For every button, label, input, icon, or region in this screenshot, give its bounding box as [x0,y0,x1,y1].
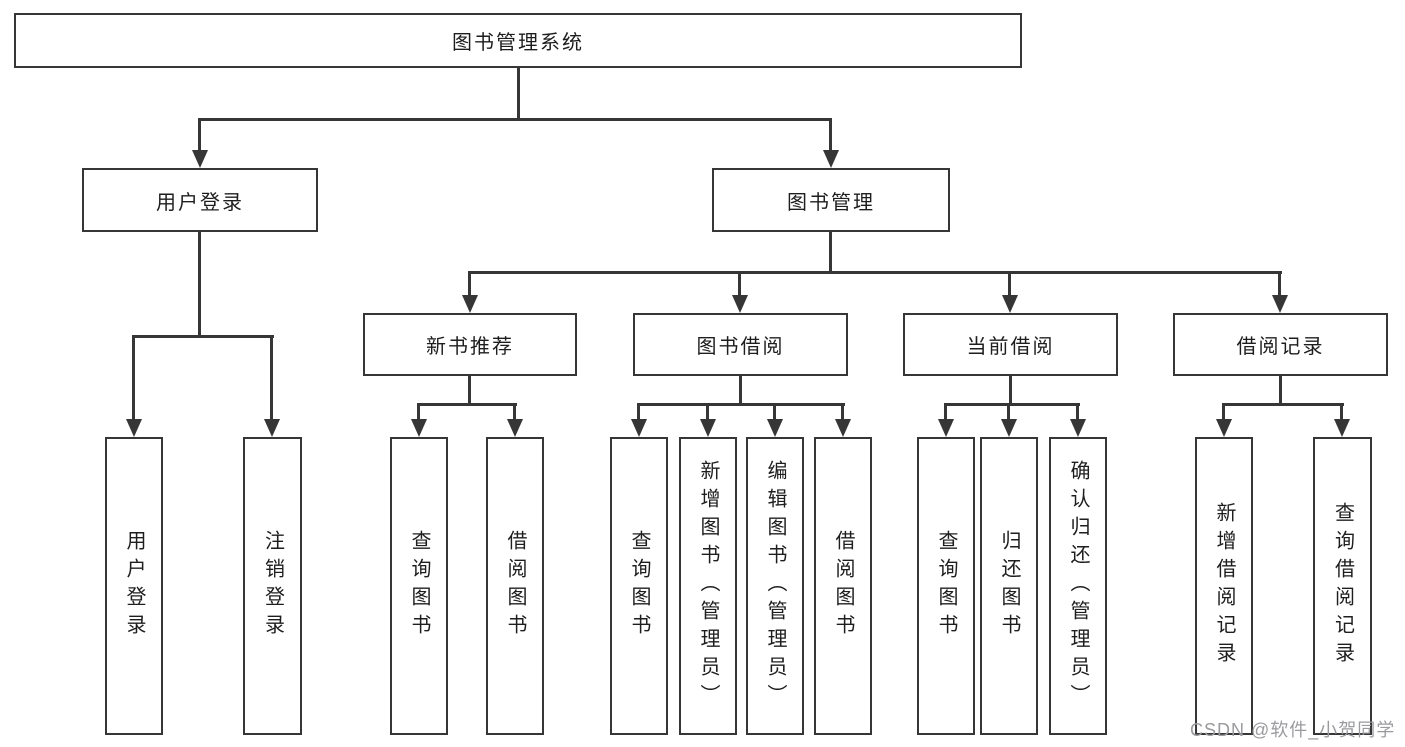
node-label: 新书推荐 [426,336,514,358]
leaf-borrow-books-recommend: 借阅图书 [486,437,544,735]
leaf-user-login: 用户登录 [105,437,163,735]
arrow-down-icon [507,419,523,437]
leaf-label: 注销登录 [261,530,284,642]
arrow-down-icon [1070,419,1086,437]
arrow-down-icon [631,419,647,437]
node-current-borrowing: 当前借阅 [903,313,1118,376]
connector-line [706,403,709,423]
connector-line [944,403,1080,406]
node-label: 当前借阅 [966,336,1055,358]
arrow-down-icon [1216,419,1232,437]
connector-line [468,376,471,405]
connector-line [1008,271,1011,299]
node-label: 用户登录 [156,191,244,214]
arrow-down-icon [835,419,851,437]
connector-line [468,271,471,299]
node-new-book-recommend: 新书推荐 [363,313,577,376]
leaf-label: 用户登录 [123,530,145,642]
node-borrowing-records: 借阅记录 [1173,313,1388,376]
connector-line [199,118,832,121]
leaf-label: 查询图书 [408,530,430,642]
connector-line [513,403,516,423]
leaf-label: 归还图书 [998,530,1020,642]
arrow-down-icon [823,150,839,168]
connector-line [738,271,741,299]
leaf-edit-books-admin: 编辑图书（管理员） [746,437,804,735]
arrow-down-icon [1272,295,1288,313]
connector-line [739,376,742,405]
connector-line [1009,376,1012,405]
leaf-query-borrow-record: 查询借阅记录 [1313,437,1372,735]
leaf-query-books-recommend: 查询图书 [390,437,448,735]
connector-line [829,232,832,273]
arrow-down-icon [700,419,716,437]
connector-line [841,403,844,423]
leaf-return-books: 归还图书 [980,437,1038,735]
connector-line [1278,271,1281,299]
arrow-down-icon [192,150,208,168]
arrow-down-icon [264,419,280,437]
connector-line [1279,376,1282,405]
csdn-watermark: CSDN @软件_小贺同学 [1190,720,1396,740]
leaf-borrow-books: 借阅图书 [814,437,872,735]
arrow-down-icon [126,419,142,437]
leaf-label: 借阅图书 [832,530,854,642]
node-library-management-system: 图书管理系统 [14,13,1022,68]
node-label: 图书借阅 [696,336,785,358]
connector-line [1076,403,1079,423]
connector-line [944,403,947,423]
arrow-down-icon [732,295,748,313]
connector-line [637,403,845,406]
connector-line [417,403,420,423]
connector-line [637,403,640,423]
connector-line [132,335,274,338]
leaf-label: 查询图书 [628,530,650,642]
node-user-login: 用户登录 [82,168,318,232]
leaf-label: 新增借阅记录 [1213,502,1235,670]
connector-line [270,335,273,423]
connector-line [829,118,832,152]
arrow-down-icon [1334,419,1350,437]
connector-line [773,403,776,423]
connector-line [198,232,201,337]
leaf-query-books-current: 查询图书 [917,437,975,735]
connector-line [198,118,201,152]
connector-line [132,335,135,423]
arrow-down-icon [462,295,478,313]
leaf-label: 编辑图书（管理员） [764,460,786,712]
node-label: 图书管理系统 [452,32,584,54]
leaf-label: 确认归还（管理员） [1067,460,1089,712]
connector-line [469,271,1282,274]
connector-line [1340,403,1343,423]
connector-line [517,68,520,120]
leaf-label: 借阅图书 [504,530,526,642]
leaf-label: 查询借阅记录 [1331,502,1354,670]
arrow-down-icon [767,419,783,437]
connector-line [417,403,517,406]
leaf-add-books-admin: 新增图书（管理员） [679,437,737,735]
node-book-management: 图书管理 [712,168,950,232]
leaf-logout: 注销登录 [243,437,302,735]
arrow-down-icon [1001,419,1017,437]
leaf-query-books-borrowing: 查询图书 [610,437,668,735]
arrow-down-icon [411,419,427,437]
leaf-label: 查询图书 [935,530,957,642]
node-label: 图书管理 [787,191,875,214]
connector-line [1222,403,1225,423]
leaf-label: 新增图书（管理员） [697,460,719,712]
leaf-confirm-return-admin: 确认归还（管理员） [1049,437,1107,735]
connector-line [1007,403,1010,423]
node-label: 借阅记录 [1236,336,1325,358]
node-book-borrowing: 图书借阅 [633,313,848,376]
arrow-down-icon [938,419,954,437]
connector-line [1222,403,1344,406]
leaf-add-borrow-record: 新增借阅记录 [1195,437,1253,735]
arrow-down-icon [1002,295,1018,313]
